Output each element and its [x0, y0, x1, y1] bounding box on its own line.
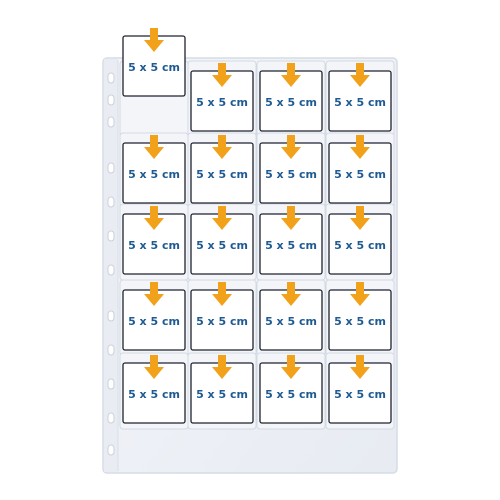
down-arrow-icon: [281, 282, 301, 306]
card-size-label: 5 x 5 cm: [265, 315, 317, 328]
down-arrow-icon: [144, 282, 164, 306]
photo-card: 5 x 5 cm: [328, 206, 392, 275]
binder-hole: [107, 378, 115, 390]
card-size-label: 5 x 5 cm: [196, 239, 248, 252]
photo-card: 5 x 5 cm: [122, 282, 186, 351]
photo-card: 5 x 5 cm: [190, 63, 254, 132]
photo-card: 5 x 5 cm: [328, 135, 392, 204]
photo-card: 5 x 5 cm: [190, 135, 254, 204]
down-arrow-icon: [350, 282, 370, 306]
card-size-label: 5 x 5 cm: [265, 96, 317, 109]
card-size-label: 5 x 5 cm: [128, 239, 180, 252]
down-arrow-icon: [281, 206, 301, 230]
binder-hole: [107, 344, 115, 356]
down-arrow-icon: [144, 355, 164, 379]
photo-card: 5 x 5 cm: [122, 206, 186, 275]
card-being-inserted: 5 x 5 cm: [122, 28, 186, 97]
card-size-label: 5 x 5 cm: [128, 315, 180, 328]
down-arrow-icon: [281, 135, 301, 159]
binder-hole: [107, 162, 115, 174]
down-arrow-icon: [212, 206, 232, 230]
down-arrow-icon: [144, 135, 164, 159]
card-size-label: 5 x 5 cm: [334, 96, 386, 109]
card-size-label: 5 x 5 cm: [265, 388, 317, 401]
binder-hole: [107, 264, 115, 276]
down-arrow-icon: [281, 63, 301, 87]
card-size-label: 5 x 5 cm: [334, 239, 386, 252]
down-arrow-icon: [212, 355, 232, 379]
photo-card: 5 x 5 cm: [190, 282, 254, 351]
binder-hole: [107, 230, 115, 242]
photo-card: 5 x 5 cm: [259, 206, 323, 275]
photo-card: 5 x 5 cm: [259, 135, 323, 204]
binder-hole: [107, 116, 115, 128]
photo-card: 5 x 5 cm: [122, 355, 186, 424]
binder-hole: [107, 444, 115, 456]
card-size-label: 5 x 5 cm: [265, 168, 317, 181]
down-arrow-icon: [350, 206, 370, 230]
card-size-label: 5 x 5 cm: [196, 315, 248, 328]
card-size-label: 5 x 5 cm: [334, 315, 386, 328]
binder-hole: [107, 94, 115, 106]
card-size-label: 5 x 5 cm: [334, 388, 386, 401]
down-arrow-icon: [212, 282, 232, 306]
photo-card: 5 x 5 cm: [328, 355, 392, 424]
binder-hole: [107, 310, 115, 322]
photo-card: 5 x 5 cm: [122, 135, 186, 204]
photo-card: 5 x 5 cm: [259, 282, 323, 351]
down-arrow-icon: [350, 63, 370, 87]
down-arrow-icon: [144, 206, 164, 230]
card-size-label: 5 x 5 cm: [128, 388, 180, 401]
down-arrow-icon: [212, 63, 232, 87]
card-size-label: 5 x 5 cm: [196, 168, 248, 181]
photo-card: 5 x 5 cm: [190, 355, 254, 424]
card-size-label: 5 x 5 cm: [128, 168, 180, 181]
photo-card: 5 x 5 cm: [328, 282, 392, 351]
binder-hole-strip: [104, 59, 119, 472]
card-size-label: 5 x 5 cm: [128, 61, 180, 74]
down-arrow-icon: [281, 355, 301, 379]
photo-card: 5 x 5 cm: [259, 63, 323, 132]
binder-hole: [107, 412, 115, 424]
binder-hole: [107, 72, 115, 84]
photo-card: 5 x 5 cm: [259, 355, 323, 424]
down-arrow-icon: [350, 135, 370, 159]
photo-card: 5 x 5 cm: [190, 206, 254, 275]
photo-card: 5 x 5 cm: [328, 63, 392, 132]
binder-hole: [107, 196, 115, 208]
card-size-label: 5 x 5 cm: [196, 388, 248, 401]
down-arrow-icon: [144, 28, 164, 52]
card-size-label: 5 x 5 cm: [334, 168, 386, 181]
inserting-photo-card: 5 x 5 cm: [122, 28, 186, 97]
card-size-label: 5 x 5 cm: [196, 96, 248, 109]
card-size-label: 5 x 5 cm: [265, 239, 317, 252]
down-arrow-icon: [350, 355, 370, 379]
down-arrow-icon: [212, 135, 232, 159]
card-grid: 5 x 5 cm 5 x 5 cm 5 x 5 cm 5 x 5 cm 5 x 5 cm…: [122, 63, 392, 424]
